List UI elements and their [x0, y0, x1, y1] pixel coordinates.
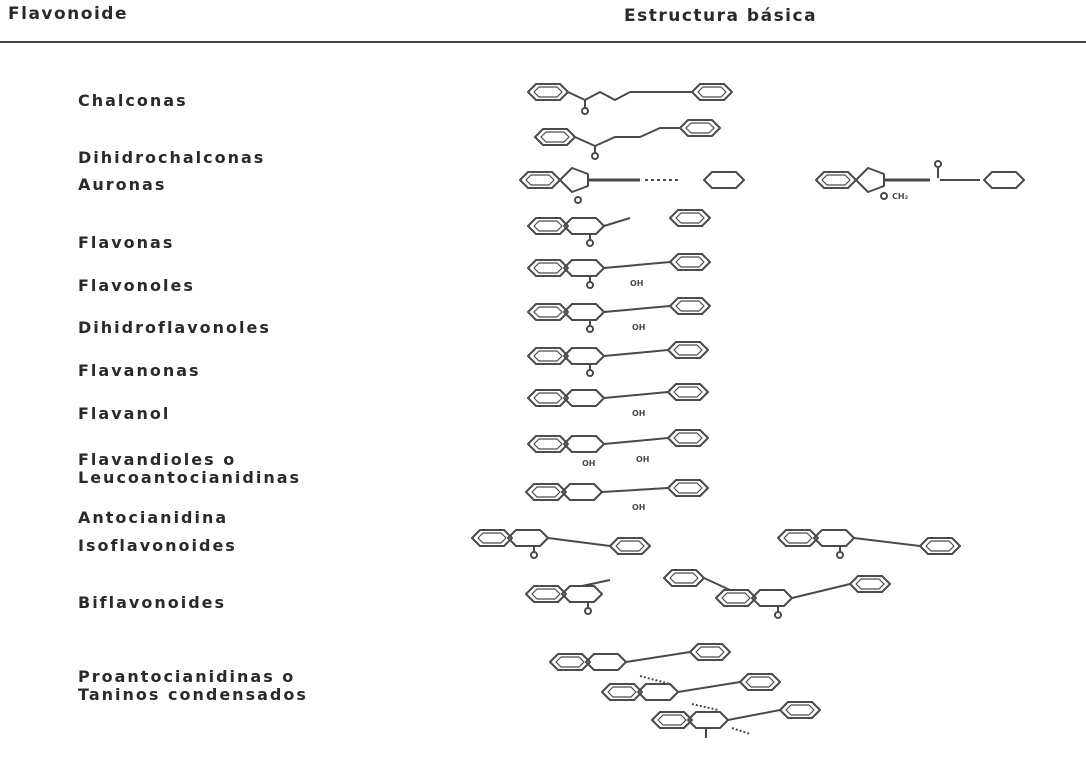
header-estructura-basica: Estructura básica — [624, 6, 818, 26]
label-dihidroflavonoles: Dihidroflavonoles — [78, 318, 271, 337]
svg-text:OH: OH — [582, 459, 596, 468]
svg-text:OH: OH — [632, 503, 646, 512]
header-flavonoide: Flavonoide — [8, 4, 128, 24]
structure-antocianidina: OH — [526, 479, 709, 512]
svg-text:CH₂: CH₂ — [892, 192, 909, 201]
structure-auronas-z — [519, 167, 745, 204]
svg-text:OH: OH — [632, 409, 646, 418]
structure-chalconas — [527, 83, 733, 115]
structure-isoflavonoides-2 — [778, 530, 961, 559]
structure-isoflavonoides-1 — [472, 530, 651, 559]
structure-flavandioles: OH OH — [528, 429, 709, 468]
label-flavonas: Flavonas — [78, 233, 175, 252]
label-auronas: Auronas — [78, 175, 167, 194]
structure-auronas-e: CH₂ — [815, 160, 1025, 201]
label-proantocianidinas: Proantocianidinas o Taninos condensados — [78, 667, 308, 704]
svg-text:OH: OH — [636, 455, 650, 464]
structure-proantocianidinas — [550, 643, 821, 738]
svg-text:OH: OH — [632, 323, 646, 332]
label-flavonoles: Flavonoles — [78, 276, 195, 295]
label-antocianidina: Antocianidina — [78, 508, 229, 527]
label-chalconas: Chalconas — [78, 91, 188, 110]
label-biflavonoides: Biflavonoides — [78, 593, 227, 612]
header-rule — [0, 41, 1086, 43]
structure-dihidroflavonoles: OH — [528, 297, 711, 333]
structure-dihidrochalconas — [534, 119, 721, 160]
label-flavandioles: Flavandioles o Leucoantocianidinas — [78, 450, 302, 487]
structure-flavanol: OH — [528, 383, 709, 418]
svg-text:OH: OH — [630, 279, 644, 288]
label-isoflavonoides: Isoflavonoides — [78, 536, 237, 555]
structure-flavonas — [528, 209, 711, 247]
label-dihidrochalconas: Dihidrochalconas — [78, 148, 266, 167]
structure-flavanonas — [528, 341, 709, 377]
structure-biflavonoides — [526, 569, 891, 619]
label-flavanonas: Flavanonas — [78, 361, 201, 380]
label-flavanol: Flavanol — [78, 404, 171, 423]
structure-flavonoles: OH — [528, 253, 711, 289]
